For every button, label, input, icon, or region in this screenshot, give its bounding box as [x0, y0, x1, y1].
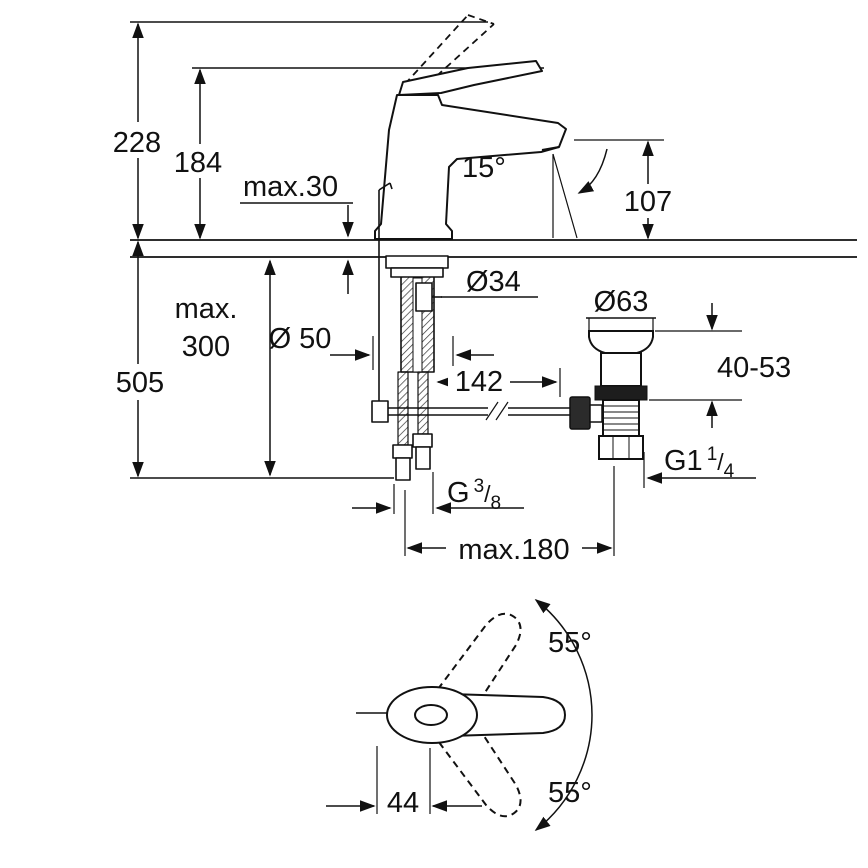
waste-flange	[588, 330, 654, 354]
dim-height-to-spout-top: 184	[172, 68, 226, 240]
faucet-body	[374, 94, 567, 240]
dim-max-hose-spread-label: max.180	[458, 534, 569, 566]
rod-break-mark-1	[485, 401, 499, 421]
dim-deck-thickness-label: max.30	[243, 171, 338, 203]
dim-swivel-lower-label: 55°	[548, 777, 592, 809]
dim-spray-angle: 15°	[462, 152, 506, 184]
dim-deck-thickness: max.30	[240, 171, 354, 294]
hose-connector-1	[392, 444, 413, 459]
dim-base-diameter: Ø 50	[269, 323, 494, 370]
handle-top-view: 55° 55° 44	[326, 598, 593, 832]
hose-nut-2	[415, 446, 431, 470]
handle-cap-oval	[414, 704, 448, 726]
aerator-line	[541, 146, 560, 151]
waste-gasket	[594, 385, 648, 401]
dimensions-side-view: 228 184 max.30 15° 107 Ø34 max.	[108, 22, 791, 566]
dim-mounting-hole-diameter-label: Ø34	[466, 266, 521, 298]
handle-position-lowered-dashed	[429, 706, 522, 818]
horizontal-actuation-rod	[388, 401, 570, 421]
mounting-washer-1	[385, 255, 449, 269]
rod-break-mark-2	[495, 401, 509, 421]
dim-spout-outlet-height-label: 107	[624, 186, 672, 218]
reference-lines	[130, 21, 857, 479]
angle-leader-arrow	[577, 148, 608, 194]
handle-position-raised-dashed	[429, 612, 522, 724]
dim-spout-reach: 142	[436, 366, 561, 398]
dim-waste-flange-diameter: Ø63	[586, 286, 656, 330]
pop-up-rod	[378, 182, 393, 401]
dim-spray-angle-label: 15°	[462, 152, 506, 184]
supply-hose-2	[417, 371, 429, 435]
dim-waste-deck-range: 40-53	[649, 303, 791, 428]
dim-height-to-spout-top-label: 184	[174, 147, 222, 179]
swivel-arc-lower	[534, 714, 593, 832]
dim-mounting-hole-diameter: Ø34	[441, 266, 538, 298]
dim-total-depth-below-label: 505	[116, 367, 164, 399]
dim-max-mounting-depth-label-1: max.	[175, 293, 238, 325]
dim-max-mounting-depth: max. 300	[175, 259, 276, 477]
dim-waste-deck-range-label: 40-53	[717, 352, 791, 384]
dim-max-mounting-depth-label-2: 300	[182, 331, 230, 363]
dim-overall-height: 228	[108, 22, 166, 240]
swivel-arc-upper	[534, 598, 593, 716]
dim-base-diameter-label: Ø 50	[269, 323, 332, 355]
pop-up-waste	[588, 330, 654, 460]
hose-nut-1	[395, 457, 411, 481]
dim-waste-flange-diameter-label: Ø63	[594, 286, 649, 318]
dim-handle-offset-label: 44	[387, 787, 419, 819]
dim-total-depth-below: 505	[110, 240, 170, 478]
dim-spout-outlet-height: 107	[574, 139, 676, 240]
waste-thread-lines	[604, 405, 638, 431]
dim-spout-reach-label: 142	[455, 366, 503, 398]
mounting-clamp	[415, 282, 433, 312]
dim-handle-offset: 44	[326, 746, 482, 819]
waste-nut	[598, 435, 644, 460]
handle-lever	[398, 60, 543, 96]
waste-upper-body	[600, 352, 642, 387]
hose-connector-2	[412, 433, 433, 448]
faucet-side-view	[371, 14, 608, 481]
rod-joint-knob	[569, 396, 591, 430]
stream-angled-line	[552, 153, 578, 239]
handle-lever-top-view	[449, 693, 566, 737]
rod-joint-stem	[589, 404, 603, 423]
dim-swivel-upper-label: 55°	[548, 627, 592, 659]
dim-overall-height-label: 228	[113, 127, 161, 159]
mounting-washer-2	[390, 267, 444, 278]
rod-fitting	[371, 400, 389, 423]
dim-max-hose-spread: max.180	[404, 466, 615, 566]
